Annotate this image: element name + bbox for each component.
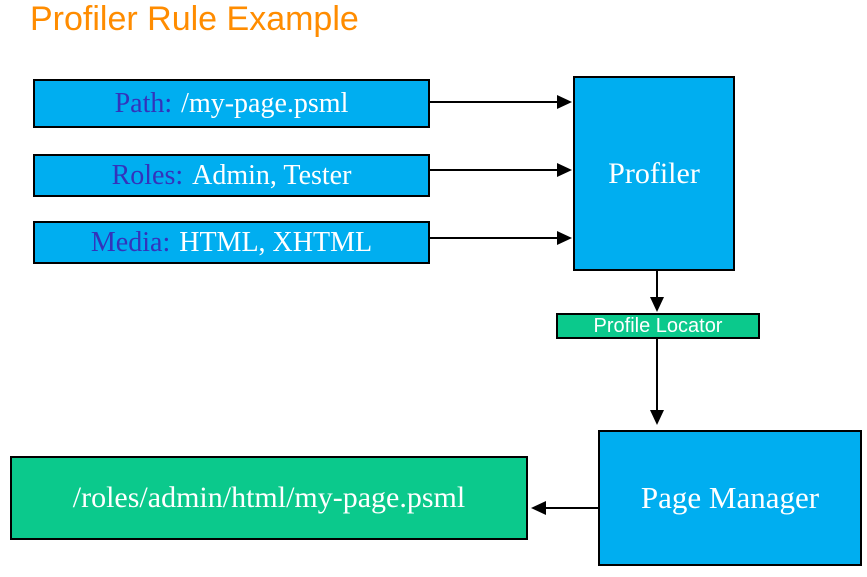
result-path-label: /roles/admin/html/my-page.psml xyxy=(72,481,466,514)
arrow-locator-to-page-manager xyxy=(650,339,664,425)
profiler-node: Profiler xyxy=(573,76,735,271)
arrow-path-to-profiler xyxy=(430,95,572,109)
arrow-page-manager-to-result xyxy=(531,501,598,515)
profile-locator-node: Profile Locator xyxy=(556,313,760,339)
arrow-roles-to-profiler xyxy=(430,163,572,177)
media-input-node: Media: HTML, XHTML xyxy=(33,221,430,264)
roles-label: Roles: xyxy=(111,159,184,191)
arrow-profiler-to-locator xyxy=(650,271,664,312)
media-label: Media: xyxy=(90,226,171,258)
media-value: HTML, XHTML xyxy=(179,226,373,258)
roles-input-node: Roles: Admin, Tester xyxy=(33,154,430,197)
path-value: /my-page.psml xyxy=(181,87,349,119)
path-input-node: Path: /my-page.psml xyxy=(33,79,430,128)
page-manager-node-label: Page Manager xyxy=(640,480,820,515)
path-label: Path: xyxy=(114,87,173,119)
profiler-node-label: Profiler xyxy=(608,156,700,190)
page-manager-node: Page Manager xyxy=(598,430,862,566)
page-title: Profiler Rule Example xyxy=(30,0,359,38)
arrow-media-to-profiler xyxy=(430,231,572,245)
profile-locator-node-label: Profile Locator xyxy=(593,314,723,337)
result-path-node: /roles/admin/html/my-page.psml xyxy=(10,456,528,540)
roles-value: Admin, Tester xyxy=(192,159,352,191)
